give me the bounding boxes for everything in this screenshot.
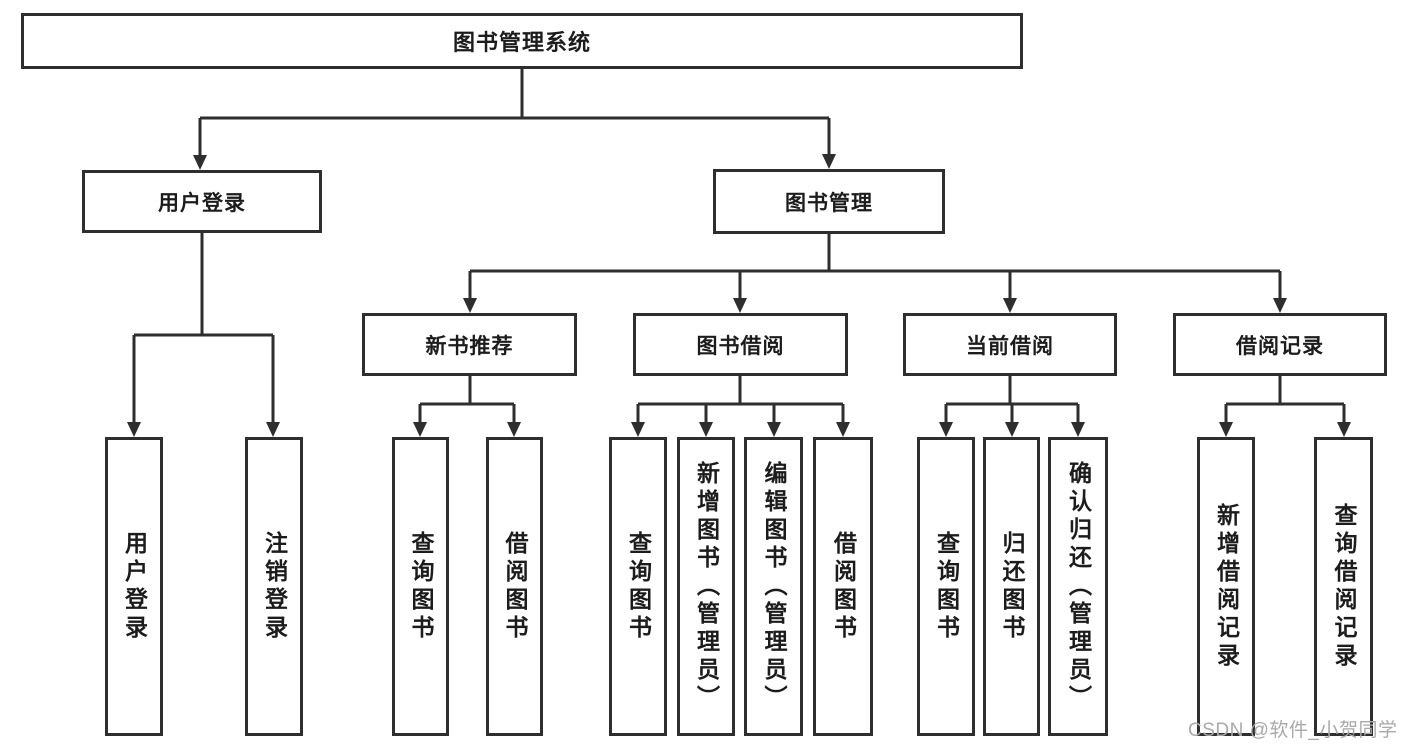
arrowhead-to-br-add (1219, 422, 1233, 437)
arrowhead-to-user-login-leaf (127, 422, 141, 437)
node-book-borrowing-label: 图书借阅 (696, 334, 785, 358)
node-nbr-query-books: 查询图书 (392, 437, 449, 736)
arrowhead-to-new-book-recommend (463, 298, 477, 313)
node-user-login-leaf: 用户登录 (105, 437, 163, 736)
arrowhead-to-bb-add (699, 422, 713, 437)
edge-newbookrec-to-children (418, 376, 516, 424)
node-cb-query-books-label: 查询图书 (933, 530, 960, 643)
node-borrowing-records-label: 借阅记录 (1236, 334, 1324, 358)
node-br-query-record-label: 查询借阅记录 (1331, 502, 1357, 671)
node-nbr-query-books-label: 查询图书 (408, 530, 434, 643)
node-borrowing-records: 借阅记录 (1173, 313, 1387, 376)
edge-lines (132, 69, 1346, 424)
node-nbr-borrow-books-label: 借阅图书 (502, 530, 528, 643)
node-cb-return-books-label: 归还图书 (999, 530, 1025, 643)
arrowhead-to-cb-confirm (1071, 422, 1085, 437)
arrowhead-to-logout-leaf (266, 422, 280, 437)
node-logout-leaf: 注销登录 (245, 437, 303, 736)
node-br-add-record-label: 新增借阅记录 (1213, 502, 1240, 671)
arrowheads (127, 154, 1351, 437)
edge-bookborrow-to-children (636, 376, 845, 424)
edge-userlogin-to-children (132, 233, 275, 424)
edge-root-to-level2 (198, 69, 831, 157)
arrowhead-to-book-borrowing (733, 298, 747, 313)
node-new-book-recommend-label: 新书推荐 (425, 334, 514, 358)
node-library-system-label: 图书管理系统 (452, 30, 591, 55)
csdn-watermark: CSDN @软件_小贺同学 (1188, 720, 1398, 741)
edge-bookmgmt-to-level3 (468, 234, 1282, 300)
arrowhead-to-cb-query (939, 422, 953, 437)
node-cb-return-books: 归还图书 (983, 437, 1040, 736)
node-user-login-leaf-label: 用户登录 (121, 530, 148, 643)
node-br-add-record: 新增借阅记录 (1197, 437, 1255, 736)
edge-currentborrow-to-children (944, 376, 1080, 424)
node-user-login-label: 用户登录 (158, 191, 246, 215)
arrowhead-to-nbr-query (413, 422, 427, 437)
arrowhead-to-current-borrowing (1003, 298, 1017, 313)
arrowhead-to-borrowing-records (1273, 298, 1287, 313)
node-bb-borrow-books-label: 借阅图书 (830, 530, 857, 643)
node-bb-borrow-books: 借阅图书 (813, 437, 873, 736)
node-bb-edit-books-admin: 编辑图书（管理员） (744, 437, 803, 736)
node-user-login: 用户登录 (82, 170, 322, 233)
node-logout-leaf-label: 注销登录 (261, 530, 288, 643)
arrowhead-to-user-login (193, 155, 207, 170)
arrowhead-to-bb-borrow (836, 422, 850, 437)
arrowhead-to-book-management (822, 154, 836, 169)
node-bb-add-books-admin: 新增图书（管理员） (677, 437, 735, 736)
node-bb-add-books-admin-label: 新增图书（管理员） (693, 460, 720, 713)
node-library-system: 图书管理系统 (21, 13, 1023, 69)
node-nbr-borrow-books: 借阅图书 (486, 437, 543, 736)
arrowhead-to-br-query (1337, 422, 1351, 437)
node-cb-confirm-return-admin-label: 确认归还（管理员） (1065, 460, 1092, 713)
node-book-management: 图书管理 (713, 169, 945, 234)
node-current-borrowing: 当前借阅 (903, 313, 1117, 376)
node-new-book-recommend: 新书推荐 (362, 313, 577, 376)
edge-borrowrecords-to-children (1224, 376, 1346, 424)
node-bb-query-books: 查询图书 (609, 437, 667, 736)
node-bb-query-books-label: 查询图书 (625, 530, 652, 643)
node-cb-query-books: 查询图书 (917, 437, 975, 736)
node-book-management-label: 图书管理 (785, 191, 873, 215)
node-br-query-record: 查询借阅记录 (1314, 437, 1373, 736)
node-cb-confirm-return-admin: 确认归还（管理员） (1048, 437, 1108, 736)
arrowhead-to-cb-return (1005, 422, 1019, 437)
arrowhead-to-bb-query (631, 422, 645, 437)
arrowhead-to-nbr-borrow (507, 422, 521, 437)
node-book-borrowing: 图书借阅 (633, 313, 848, 376)
arrowhead-to-bb-edit (767, 422, 781, 437)
node-bb-edit-books-admin-label: 编辑图书（管理员） (761, 460, 787, 713)
node-current-borrowing-label: 当前借阅 (966, 334, 1054, 358)
